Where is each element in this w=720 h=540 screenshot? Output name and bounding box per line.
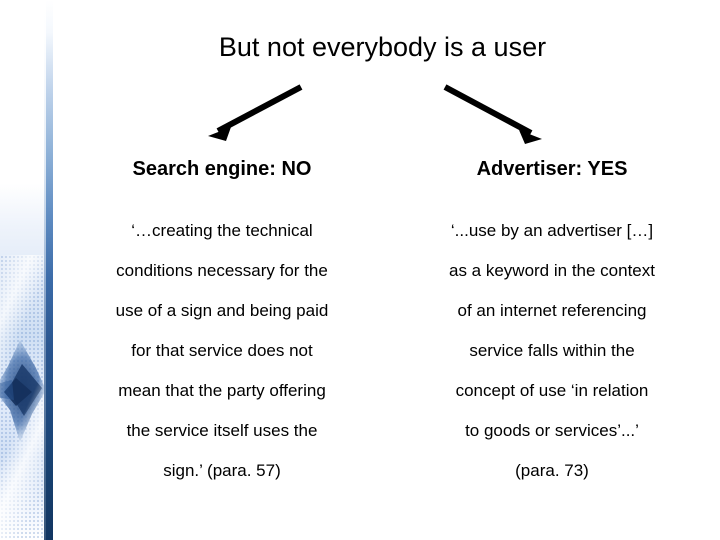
text-line: as a keyword in the context: [448, 261, 655, 280]
column-search-engine: Search engine: NO ‘…creating the technic…: [72, 158, 372, 491]
column-body-advertiser: ‘...use by an advertiser […] as a keywor…: [402, 211, 702, 491]
slide-title: But not everybody is a user: [218, 32, 547, 62]
text-line: mean that the party offering: [118, 381, 326, 400]
text-line: ‘...use by an advertiser […]: [450, 221, 654, 240]
side-band-stripe: [44, 0, 53, 540]
arrow-to-search-engine: [208, 84, 303, 141]
text-line: of an internet referencing: [457, 301, 647, 320]
text-line: conditions necessary for the: [116, 261, 328, 280]
text-line: use of a sign and being paid: [115, 301, 329, 320]
text-line: for that service does not: [131, 341, 313, 360]
text-line: (para. 73): [515, 461, 589, 480]
arrow-to-advertiser: [443, 84, 542, 144]
column-advertiser: Advertiser: YES ‘...use by an advertiser…: [402, 158, 702, 491]
side-band-stripe-highlight: [44, 0, 46, 540]
side-band-sheen: [0, 255, 44, 540]
column-body-search-engine: ‘…creating the technical conditions nece…: [72, 211, 372, 491]
text-line: ‘…creating the technical: [131, 221, 313, 240]
decorative-side-band: [0, 0, 53, 540]
column-heading-advertiser: Advertiser: YES: [476, 158, 628, 180]
text-line: the service itself uses the: [126, 421, 318, 440]
text-line: sign.’ (para. 57): [163, 461, 281, 480]
text-line: concept of use ‘in relation: [455, 381, 649, 400]
column-heading-search-engine: Search engine: NO: [132, 158, 312, 180]
text-line: to goods or services’...’: [465, 421, 639, 440]
text-line: service falls within the: [469, 341, 635, 360]
